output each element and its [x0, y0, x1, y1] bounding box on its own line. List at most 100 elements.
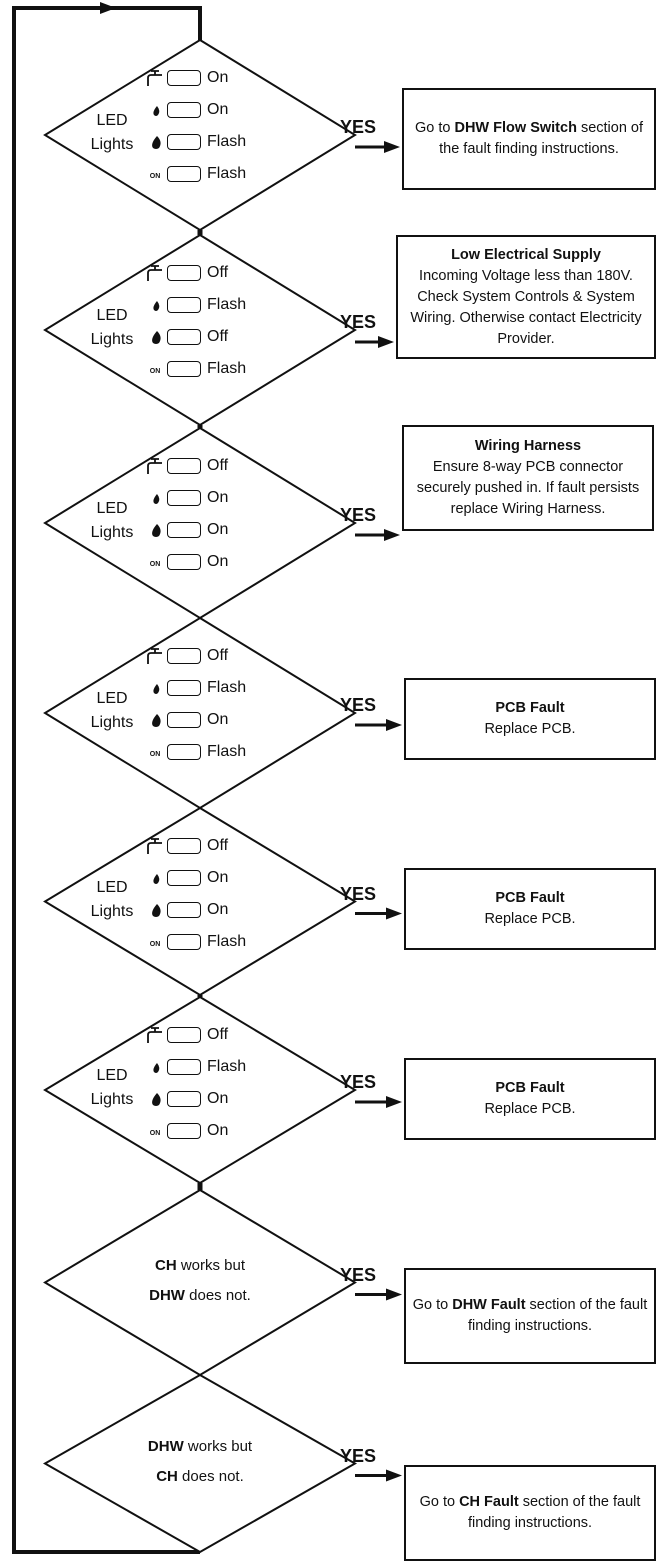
led-state: Off — [207, 647, 229, 664]
led-state: Flash — [207, 360, 247, 377]
result-text: Go to DHW Fault section of the fault fin… — [412, 1295, 648, 1337]
yes-arrowhead — [386, 1288, 402, 1301]
result-body: Replace PCB. — [484, 911, 576, 927]
led-indicator-row: Off — [145, 1023, 228, 1047]
led-indicator-box — [167, 680, 201, 696]
led-label-line2: Lights — [90, 902, 134, 920]
flame-small-icon — [145, 868, 165, 888]
text-decision-diamond — [42, 1373, 358, 1554]
led-indicator-box — [167, 870, 201, 886]
yes-label: YES — [340, 883, 377, 904]
led-indicator-row: On — [145, 866, 228, 890]
on-power-icon: ON — [145, 932, 165, 952]
led-indicator-row: On — [145, 1087, 228, 1111]
led-state: Off — [207, 1026, 229, 1043]
yes-arrowhead — [386, 907, 402, 920]
condition-rest: works but — [176, 1256, 246, 1274]
led-label-line1: LED — [96, 690, 128, 707]
result-text: Go to DHW Flow Switch section of the fau… — [410, 118, 648, 160]
led-label-line2: Lights — [90, 524, 134, 541]
led-state: Flash — [207, 133, 247, 150]
yes-label: YES — [340, 1445, 377, 1466]
led-indicator-row: On — [145, 66, 228, 90]
led-label-line2: Lights — [90, 1091, 134, 1108]
result-box: Go to DHW Flow Switch section of the fau… — [402, 88, 656, 190]
led-label-line1: LED — [96, 1067, 128, 1084]
led-indicator-row: Flash — [145, 676, 246, 700]
led-label-line1: LED — [96, 878, 128, 896]
led-lights-label: LED Lights — [86, 876, 138, 924]
flame-small-icon — [145, 1057, 165, 1077]
condition-bold: DHW — [149, 1286, 185, 1304]
condition-bold: DHW — [147, 1437, 184, 1455]
yes-label: YES — [340, 695, 377, 715]
result-box: Go to DHW Fault section of the fault fin… — [404, 1268, 656, 1364]
led-indicator-box — [167, 522, 201, 538]
flame-large-icon — [145, 132, 165, 152]
led-indicator-box — [167, 134, 201, 150]
tap-icon — [145, 263, 165, 283]
led-indicator-box — [167, 1091, 201, 1107]
yes-label: YES — [340, 1072, 377, 1092]
led-state: On — [207, 901, 229, 918]
condition-line1: DHW works but — [120, 1432, 280, 1462]
result-body: Incoming Voltage less than 180V. Check S… — [410, 267, 642, 347]
led-lights-label: LED Lights — [86, 1064, 138, 1112]
led-state: On — [207, 869, 229, 886]
result-post: section of the fault finding instruction… — [467, 1494, 641, 1531]
result-bold: DHW Fault — [452, 1297, 526, 1313]
led-indicator-box — [167, 712, 201, 728]
tap-icon — [145, 836, 165, 856]
led-indicator-row: Off — [145, 834, 228, 858]
led-indicator-row: On — [145, 898, 228, 922]
result-body: Replace PCB. — [484, 1101, 576, 1117]
svg-text:ON: ON — [150, 368, 161, 375]
on-power-icon: ON — [145, 359, 165, 379]
flame-large-icon — [145, 710, 165, 730]
led-indicator-row: On — [145, 98, 228, 122]
result-pre: Go to — [414, 120, 455, 136]
led-state: Off — [207, 328, 229, 345]
led-indicator-row: On — [145, 708, 228, 732]
led-state: On — [207, 489, 229, 506]
yes-arrowhead — [386, 719, 402, 731]
led-state: Off — [207, 837, 229, 854]
tap-icon — [145, 646, 165, 666]
led-state: On — [207, 1090, 229, 1107]
led-indicator-box — [167, 1027, 201, 1043]
result-text: Go to CH Fault section of the fault find… — [412, 1492, 648, 1534]
flame-small-icon — [145, 678, 165, 698]
led-indicator-box — [167, 902, 201, 918]
led-indicator-row: Flash — [145, 293, 246, 317]
svg-text:ON: ON — [150, 173, 161, 180]
led-label-line1: LED — [96, 112, 128, 129]
led-indicator-box — [167, 265, 201, 281]
led-indicator-box — [167, 744, 201, 760]
yes-arrowhead — [384, 141, 400, 153]
result-box: Go to CH Fault section of the fault find… — [404, 1465, 656, 1561]
led-label-line2: Lights — [90, 714, 134, 731]
condition-line1: CH works but — [120, 1251, 280, 1281]
condition-bold: CH — [154, 1256, 177, 1274]
on-power-icon: ON — [145, 742, 165, 762]
on-power-icon: ON — [145, 1121, 165, 1141]
result-title: PCB Fault — [495, 890, 565, 906]
flame-large-icon — [145, 900, 165, 920]
led-state: On — [207, 1122, 229, 1139]
led-state: Off — [207, 457, 229, 474]
led-state: On — [207, 711, 229, 728]
svg-text:ON: ON — [150, 1130, 161, 1137]
result-bold: CH Fault — [459, 1494, 519, 1510]
yes-arrowhead — [384, 529, 400, 541]
led-state: Flash — [207, 933, 247, 950]
condition-line2: DHW does not. — [120, 1281, 280, 1311]
svg-text:ON: ON — [150, 941, 161, 948]
led-indicator-row: On — [145, 486, 228, 510]
